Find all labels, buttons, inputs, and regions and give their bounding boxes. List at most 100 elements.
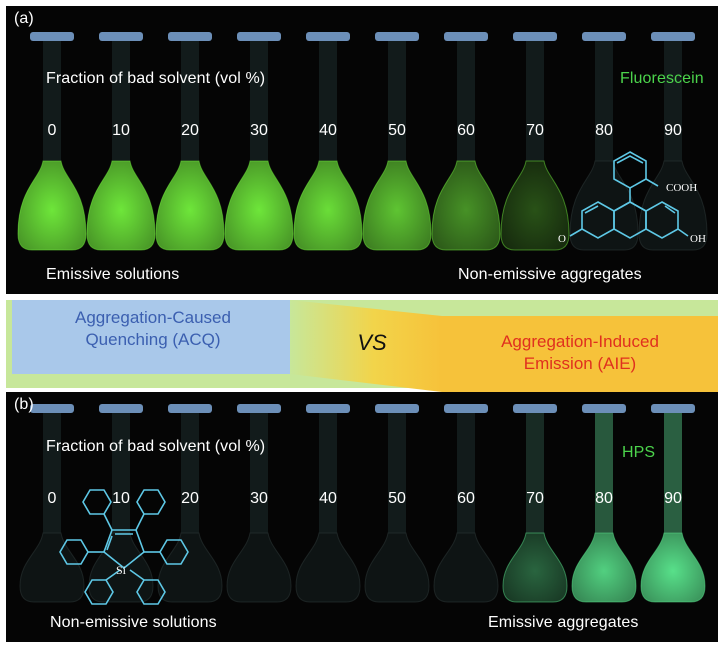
a-flask-neck xyxy=(43,41,61,161)
a-flask-body xyxy=(431,160,501,251)
a-flask-40 xyxy=(293,32,363,251)
fluorescein-structure: COOH O OH xyxy=(558,151,706,245)
b-flask-body xyxy=(226,532,292,603)
b-flask-90 xyxy=(640,404,706,603)
a-flask-neck xyxy=(250,41,268,161)
fraction-label-60: 60 xyxy=(457,122,475,139)
a-flask-cap xyxy=(99,32,143,41)
fraction-label-50: 50 xyxy=(388,122,406,139)
a-flask-neck xyxy=(112,41,130,161)
b-flask-neck xyxy=(457,413,475,533)
fraction-label-60: 60 xyxy=(457,490,475,507)
a-flask-neck xyxy=(388,41,406,161)
a-flask-30 xyxy=(224,32,294,251)
a-flask-neck xyxy=(595,41,613,161)
panel-a-compound-name: Fluorescein xyxy=(620,70,704,87)
fluorescein-acid-label: COOH xyxy=(666,182,697,194)
b-flask-neck xyxy=(181,413,199,533)
aie-label: Aggregation-Induced Emission (AIE) xyxy=(442,331,718,375)
fraction-label-0: 0 xyxy=(47,122,57,139)
panel-a-photo: (a) Fraction of bad solvent (vol %) Fluo… xyxy=(6,6,718,294)
fraction-label-30: 30 xyxy=(250,490,268,507)
a-flask-cap xyxy=(513,32,557,41)
b-flask-cap xyxy=(582,404,626,413)
b-flask-body xyxy=(364,532,430,603)
b-flask-cap xyxy=(513,404,557,413)
acq-line-2: Quenching (ACQ) xyxy=(85,330,221,349)
panel-a-right-caption: Non-emissive aggregates xyxy=(458,266,642,283)
b-flask-60 xyxy=(433,404,499,603)
b-flask-body xyxy=(502,532,568,603)
a-flask-cap xyxy=(306,32,350,41)
b-flask-neck xyxy=(319,413,337,533)
acq-label: Aggregation-Caused Quenching (ACQ) xyxy=(12,307,294,351)
a-flask-neck xyxy=(526,41,544,161)
aie-line-1: Aggregation-Induced xyxy=(501,332,659,351)
b-flask-40 xyxy=(295,404,361,603)
b-flask-body xyxy=(433,532,499,603)
fluorescein-ketone-label: O xyxy=(558,233,566,245)
fraction-label-40: 40 xyxy=(319,122,337,139)
a-flask-body xyxy=(17,160,87,251)
fraction-label-10: 10 xyxy=(112,122,130,139)
a-flask-cap xyxy=(651,32,695,41)
a-flask-90 xyxy=(638,32,708,251)
b-flask-cap xyxy=(651,404,695,413)
a-flask-cap xyxy=(582,32,626,41)
b-flask-neck xyxy=(43,413,61,533)
b-flask-neck-glow xyxy=(526,413,544,533)
panel-b-flasks xyxy=(19,404,706,603)
panel-a-flasks xyxy=(17,32,708,251)
b-flask-neck xyxy=(595,413,613,533)
fraction-label-20: 20 xyxy=(181,122,199,139)
acq-box xyxy=(12,300,290,374)
a-flask-cap xyxy=(237,32,281,41)
hps-structure: Si xyxy=(59,489,189,605)
b-flask-80 xyxy=(571,404,637,603)
b-flask-body xyxy=(157,532,223,603)
a-flask-body xyxy=(86,160,156,251)
a-flask-50 xyxy=(362,32,432,251)
a-flask-neck xyxy=(457,41,475,161)
b-flask-body xyxy=(19,532,85,603)
a-flask-0 xyxy=(17,32,87,251)
panel-b-right-caption: Emissive aggregates xyxy=(488,614,639,631)
b-flask-body xyxy=(640,532,706,603)
a-flask-body xyxy=(155,160,225,251)
figure: (a) Fraction of bad solvent (vol %) Fluo… xyxy=(6,6,718,642)
a-flask-10 xyxy=(86,32,156,251)
panel-b-left-caption: Non-emissive solutions xyxy=(50,614,217,631)
band-shapes xyxy=(6,300,718,392)
b-flask-20 xyxy=(157,404,223,603)
b-flask-0 xyxy=(19,404,85,603)
a-flask-cap xyxy=(30,32,74,41)
a-flask-body xyxy=(500,160,570,251)
a-flask-body xyxy=(638,160,708,251)
hps-silicon-label: Si xyxy=(116,563,127,577)
acq-vs-aie-band: Aggregation-Caused Quenching (ACQ) VS Ag… xyxy=(6,294,718,392)
b-flask-cap xyxy=(444,404,488,413)
a-flask-body xyxy=(224,160,294,251)
panel-b-label: (b) xyxy=(14,396,34,413)
fraction-label-0: 0 xyxy=(47,490,57,507)
panel-a-left-caption: Emissive solutions xyxy=(46,266,180,283)
b-flask-30 xyxy=(226,404,292,603)
panel-a-label: (a) xyxy=(14,10,34,27)
fraction-label-40: 40 xyxy=(319,490,337,507)
a-flask-body xyxy=(362,160,432,251)
fraction-label-90: 90 xyxy=(664,122,682,139)
fraction-label-10: 10 xyxy=(112,490,130,507)
aie-line-2: Emission (AIE) xyxy=(523,354,637,373)
panel-a-axis-label: Fraction of bad solvent (vol %) xyxy=(46,70,266,87)
a-flask-cap xyxy=(375,32,419,41)
b-flask-neck-glow xyxy=(664,413,682,533)
a-flask-neck xyxy=(319,41,337,161)
b-flask-70 xyxy=(502,404,568,603)
a-flask-60 xyxy=(431,32,501,251)
fraction-label-30: 30 xyxy=(250,122,268,139)
b-flask-neck xyxy=(250,413,268,533)
a-flask-70 xyxy=(500,32,570,251)
b-flask-cap xyxy=(99,404,143,413)
a-flask-body xyxy=(293,160,363,251)
fraction-label-20: 20 xyxy=(181,490,199,507)
